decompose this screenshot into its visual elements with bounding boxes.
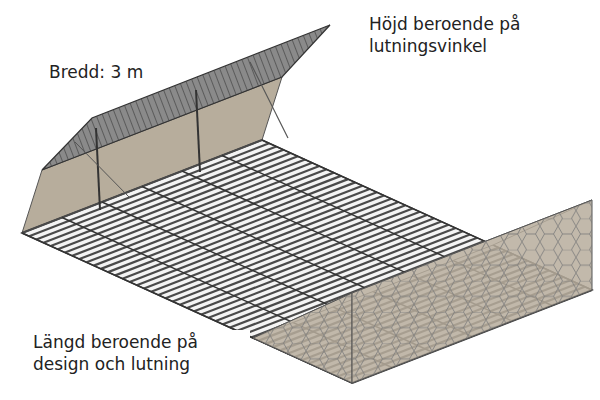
- lid-prop: [96, 128, 100, 210]
- ramp-side-face: [253, 293, 352, 383]
- dimension-note: Längd beroende på design och lutning: [30, 330, 250, 376]
- grid-bar: [22, 233, 352, 383]
- lid-prop: [196, 90, 200, 172]
- dimension-note: Höjd beroende på lutningsvinkel: [366, 12, 568, 58]
- hex-mesh: [352, 200, 592, 383]
- hex-mesh: [253, 293, 352, 383]
- diaphragm-wire: [75, 142, 130, 198]
- open-lid: [42, 25, 330, 170]
- base-outline: [22, 140, 592, 383]
- lid-mesh: [42, 25, 330, 170]
- base-grid: [22, 140, 592, 383]
- lid-wire: [250, 62, 288, 138]
- ramp-end-face: [352, 200, 592, 383]
- dimension-note: Bredd: 3 m: [46, 60, 146, 84]
